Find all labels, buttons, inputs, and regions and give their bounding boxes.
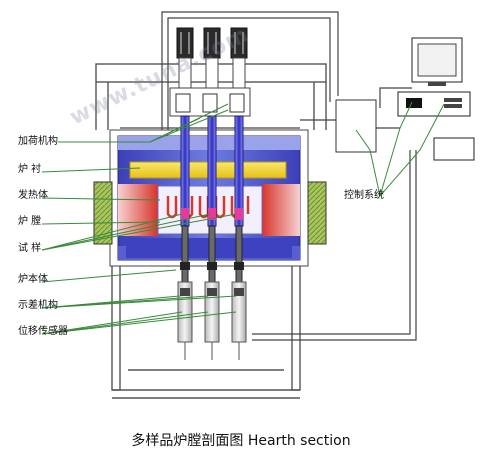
motor-2	[203, 27, 221, 89]
insulation-left	[93, 181, 113, 245]
loading-mechanism	[169, 27, 251, 117]
figure-caption: 多样品炉膛剖面图 Hearth section	[131, 433, 351, 449]
printer-icon	[433, 137, 475, 161]
label-control-system: 控制系统	[344, 190, 384, 201]
label-differential-mechanism: 示差机构	[18, 300, 58, 311]
label-heating-element: 发热体	[18, 190, 48, 201]
label-furnace-lining: 炉 衬	[18, 164, 42, 175]
leader-lines	[41, 101, 445, 335]
insulation-right	[307, 181, 327, 245]
label-loading-mechanism: 加荷机构	[18, 136, 58, 147]
displacement-sensors	[177, 281, 247, 360]
label-specimen: 试 样	[18, 243, 42, 254]
label-displacement-sensor: 位移传感器	[18, 326, 68, 337]
label-furnace-chamber: 炉 膛	[18, 216, 42, 227]
control-system	[335, 37, 475, 161]
sample-rods	[180, 115, 244, 287]
label-furnace-body: 炉本体	[18, 274, 48, 285]
